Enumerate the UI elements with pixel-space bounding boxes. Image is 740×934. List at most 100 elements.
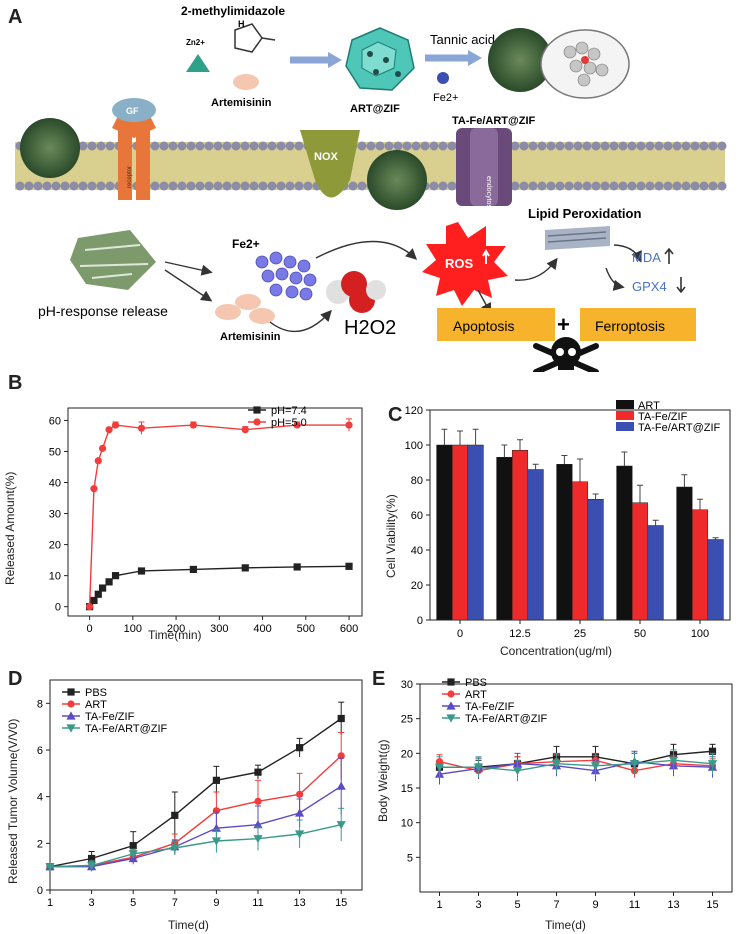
data-point: [590, 762, 601, 771]
gpx4-down-arrow-icon: [676, 277, 686, 294]
series-line: [49, 717, 342, 868]
bar-ART: [436, 444, 453, 621]
y-tick-label: 80: [411, 475, 423, 487]
artemisinin-label: Artemisinin: [211, 97, 272, 109]
y-tick-label: 60: [411, 510, 423, 522]
y-tick-label: 0: [37, 885, 43, 897]
ferroptosis-label: Ferroptosis: [595, 318, 665, 334]
legend-swatch: [616, 422, 634, 431]
lipid-head: [222, 141, 232, 151]
lipid-head: [555, 141, 565, 151]
x-tick-label: 0: [457, 628, 463, 640]
bar-ART: [556, 464, 573, 621]
lipid-head: [384, 141, 394, 151]
lipid-head: [438, 181, 448, 191]
lipid-head: [627, 181, 637, 191]
lipid-head: [519, 141, 529, 151]
data-point: [345, 421, 353, 429]
legend-label: TA-Fe/ZIF: [465, 701, 515, 713]
lipid-peroxidation-label: Lipid Peroxidation: [528, 206, 641, 221]
y-tick-label: 15: [401, 783, 413, 795]
lipid-head: [717, 141, 727, 151]
reagent-label: 2-methylimidazole: [181, 4, 285, 18]
data-point: [337, 714, 345, 723]
lipid-head: [429, 181, 439, 191]
lipid-head: [672, 141, 682, 151]
panel-label-c: C: [388, 404, 403, 426]
lipid-head: [438, 141, 448, 151]
series-line: [89, 565, 350, 608]
h2o2-label: H2O2: [344, 317, 396, 339]
lipid-head: [699, 181, 709, 191]
data-point: [295, 830, 305, 839]
lipid-head: [582, 141, 592, 151]
panel-label-a: A: [8, 6, 23, 28]
lipid-head: [276, 181, 286, 191]
lipid-head: [573, 141, 583, 151]
x-tick-label: 600: [340, 623, 358, 635]
x-tick-label: 11: [629, 899, 640, 911]
chart-b-xlabel: Time(min): [148, 628, 202, 642]
data-point: [129, 842, 137, 850]
plot-frame: [67, 407, 363, 617]
lipid-head: [267, 181, 277, 191]
lipid-head: [699, 141, 709, 151]
data-point: [88, 854, 96, 863]
data-point: [128, 850, 138, 859]
legend-label: ART: [465, 689, 487, 701]
drug-release-icon: [70, 230, 156, 290]
data-point: [67, 688, 75, 696]
gf-receptor-icon: [112, 98, 156, 200]
lipid-head: [24, 181, 34, 191]
fe-ion-cluster-icon: [255, 251, 317, 301]
lipid-head: [609, 141, 619, 151]
lipid-head: [213, 181, 223, 191]
plus-label: +: [557, 312, 570, 337]
y-tick-label: 0: [55, 602, 61, 614]
receptor-label: receptor: [127, 166, 133, 188]
series-line: [49, 755, 342, 868]
lipid-head: [618, 181, 628, 191]
series-line: [50, 785, 342, 868]
lipid-head: [267, 141, 277, 151]
chart-d-ylabel: Released Tumor Volume(V/V0): [6, 718, 20, 884]
bar-TA-Fe/ART@ZIF: [587, 499, 604, 621]
y-tick-label: 0: [417, 615, 423, 627]
art-zif-label: ART@ZIF: [350, 103, 400, 115]
bar-ART: [616, 465, 633, 621]
lipid-head: [249, 181, 259, 191]
lipid-head: [150, 181, 160, 191]
lipid-head: [519, 181, 529, 191]
lipid-head: [708, 181, 718, 191]
lipid-head: [186, 181, 196, 191]
bar-ART: [496, 457, 513, 621]
x-tick-label: 50: [634, 628, 646, 640]
h2o2-molecule-icon: [326, 271, 386, 313]
x-tick-label: 15: [335, 897, 347, 909]
series-line: [88, 424, 350, 607]
y-tick-label: 60: [49, 415, 61, 427]
lipid-bilayer-icon: [545, 226, 610, 250]
tannic-acid-label: Tannic acid: [430, 32, 495, 47]
lipid-head: [591, 181, 601, 191]
data-point: [90, 596, 98, 605]
lipid-head: [375, 141, 385, 151]
lipid-head: [573, 181, 583, 191]
lipid-head: [411, 141, 421, 151]
lipid-head: [537, 141, 547, 151]
data-point: [67, 700, 75, 708]
lipid-head: [546, 181, 556, 191]
data-point: [293, 563, 301, 571]
chart-e-ylabel: Body Weight(g): [376, 739, 390, 822]
svg-text:H: H: [238, 19, 245, 29]
x-tick-label: 1: [436, 899, 442, 911]
data-point: [295, 808, 305, 817]
x-tick-label: 1: [47, 897, 53, 909]
data-point: [66, 724, 76, 733]
bar-TA-Fe/ZIF: [511, 450, 529, 621]
gf-label: GF: [126, 106, 139, 116]
